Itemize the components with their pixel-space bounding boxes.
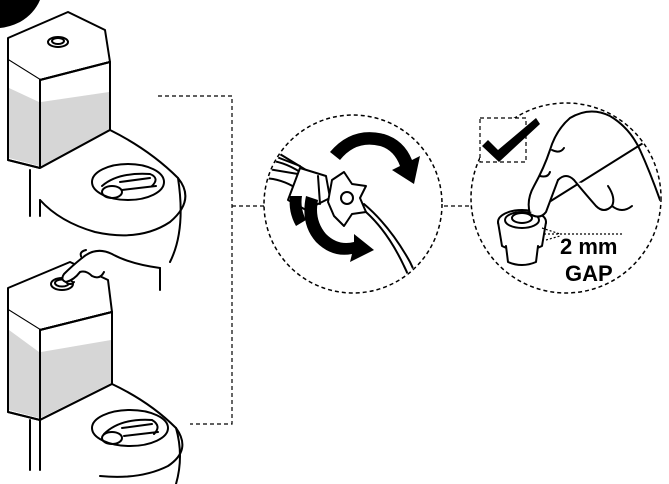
gap-indicator (541, 227, 624, 241)
check-icon (479, 117, 540, 163)
flush-button-top (47, 36, 69, 48)
finger-pressing (527, 110, 660, 221)
toilet-bottom (7, 261, 184, 484)
dashed-connectors (158, 95, 476, 425)
gap-value-label: 2 mm (560, 234, 617, 259)
gap-caption-label: GAP (565, 261, 613, 286)
push-button-detail (497, 209, 547, 266)
rotate-arrows-icon (289, 132, 420, 262)
detail-circle-rotate (263, 114, 443, 294)
toilet-top (7, 11, 187, 263)
detail-circle-gap: 2 mm GAP (470, 102, 662, 294)
step-badge (0, 0, 40, 28)
hand-pressing-button (50, 249, 161, 291)
